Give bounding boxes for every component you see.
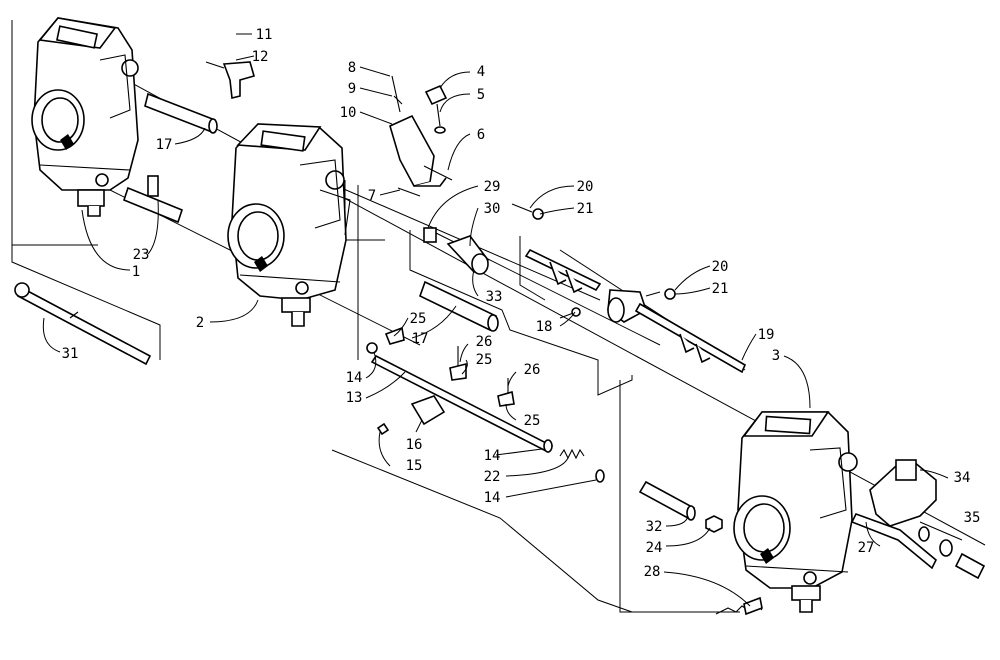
callout-25-b: 25: [476, 352, 493, 368]
callout-5: 5: [477, 87, 485, 103]
callout-15: 15: [406, 458, 423, 474]
callout-3: 3: [772, 348, 780, 364]
callout-16: 16: [406, 437, 423, 453]
callout-35: 35: [964, 510, 981, 526]
callout-12: 12: [252, 49, 269, 65]
callout-31: 31: [62, 346, 79, 362]
callout-26-a: 26: [476, 334, 493, 350]
carburetor-1: [31, 17, 139, 217]
callout-30: 30: [484, 201, 501, 217]
callout-32: 32: [646, 519, 663, 535]
callout-20-lower: 20: [712, 259, 729, 275]
callout-10: 10: [340, 105, 357, 121]
callout-34: 34: [954, 470, 971, 486]
callout-8: 8: [348, 60, 356, 76]
carburetor-2: [227, 123, 351, 327]
callout-17-upper: 17: [156, 137, 173, 153]
callout-22: 22: [484, 469, 501, 485]
callout-24: 24: [646, 540, 663, 556]
callout-27: 27: [858, 540, 875, 556]
callout-21-upper: 21: [577, 201, 594, 217]
callout-23: 23: [133, 247, 150, 263]
callout-33: 33: [486, 289, 503, 305]
callout-29: 29: [484, 179, 501, 195]
callout-20-upper: 20: [577, 179, 594, 195]
callout-26-b: 26: [524, 362, 541, 378]
callout-14-c: 14: [484, 490, 501, 506]
leader-lines: [42, 33, 963, 607]
callout-14-b: 14: [484, 448, 501, 464]
callout-25-a: 25: [410, 311, 427, 327]
callout-labels: 11 12 8 4 9 5 10 6 17 7 29 20 30 21 23 1…: [62, 27, 981, 580]
callout-6: 6: [477, 127, 485, 143]
callout-17-lower: 17: [412, 331, 429, 347]
hardware-parts: [14, 61, 986, 616]
callout-2: 2: [196, 315, 204, 331]
callout-11: 11: [256, 27, 273, 43]
callout-7: 7: [368, 188, 376, 204]
callout-21-lower: 21: [712, 281, 729, 297]
callout-4: 4: [477, 64, 485, 80]
callout-13: 13: [346, 390, 363, 406]
carburetor-3: [733, 411, 858, 613]
callout-25-c: 25: [524, 413, 541, 429]
callout-19: 19: [758, 327, 775, 343]
callout-14-a: 14: [346, 370, 363, 386]
callout-1: 1: [132, 264, 140, 280]
callout-18: 18: [536, 319, 553, 335]
callout-28: 28: [644, 564, 661, 580]
callout-9: 9: [348, 81, 356, 97]
